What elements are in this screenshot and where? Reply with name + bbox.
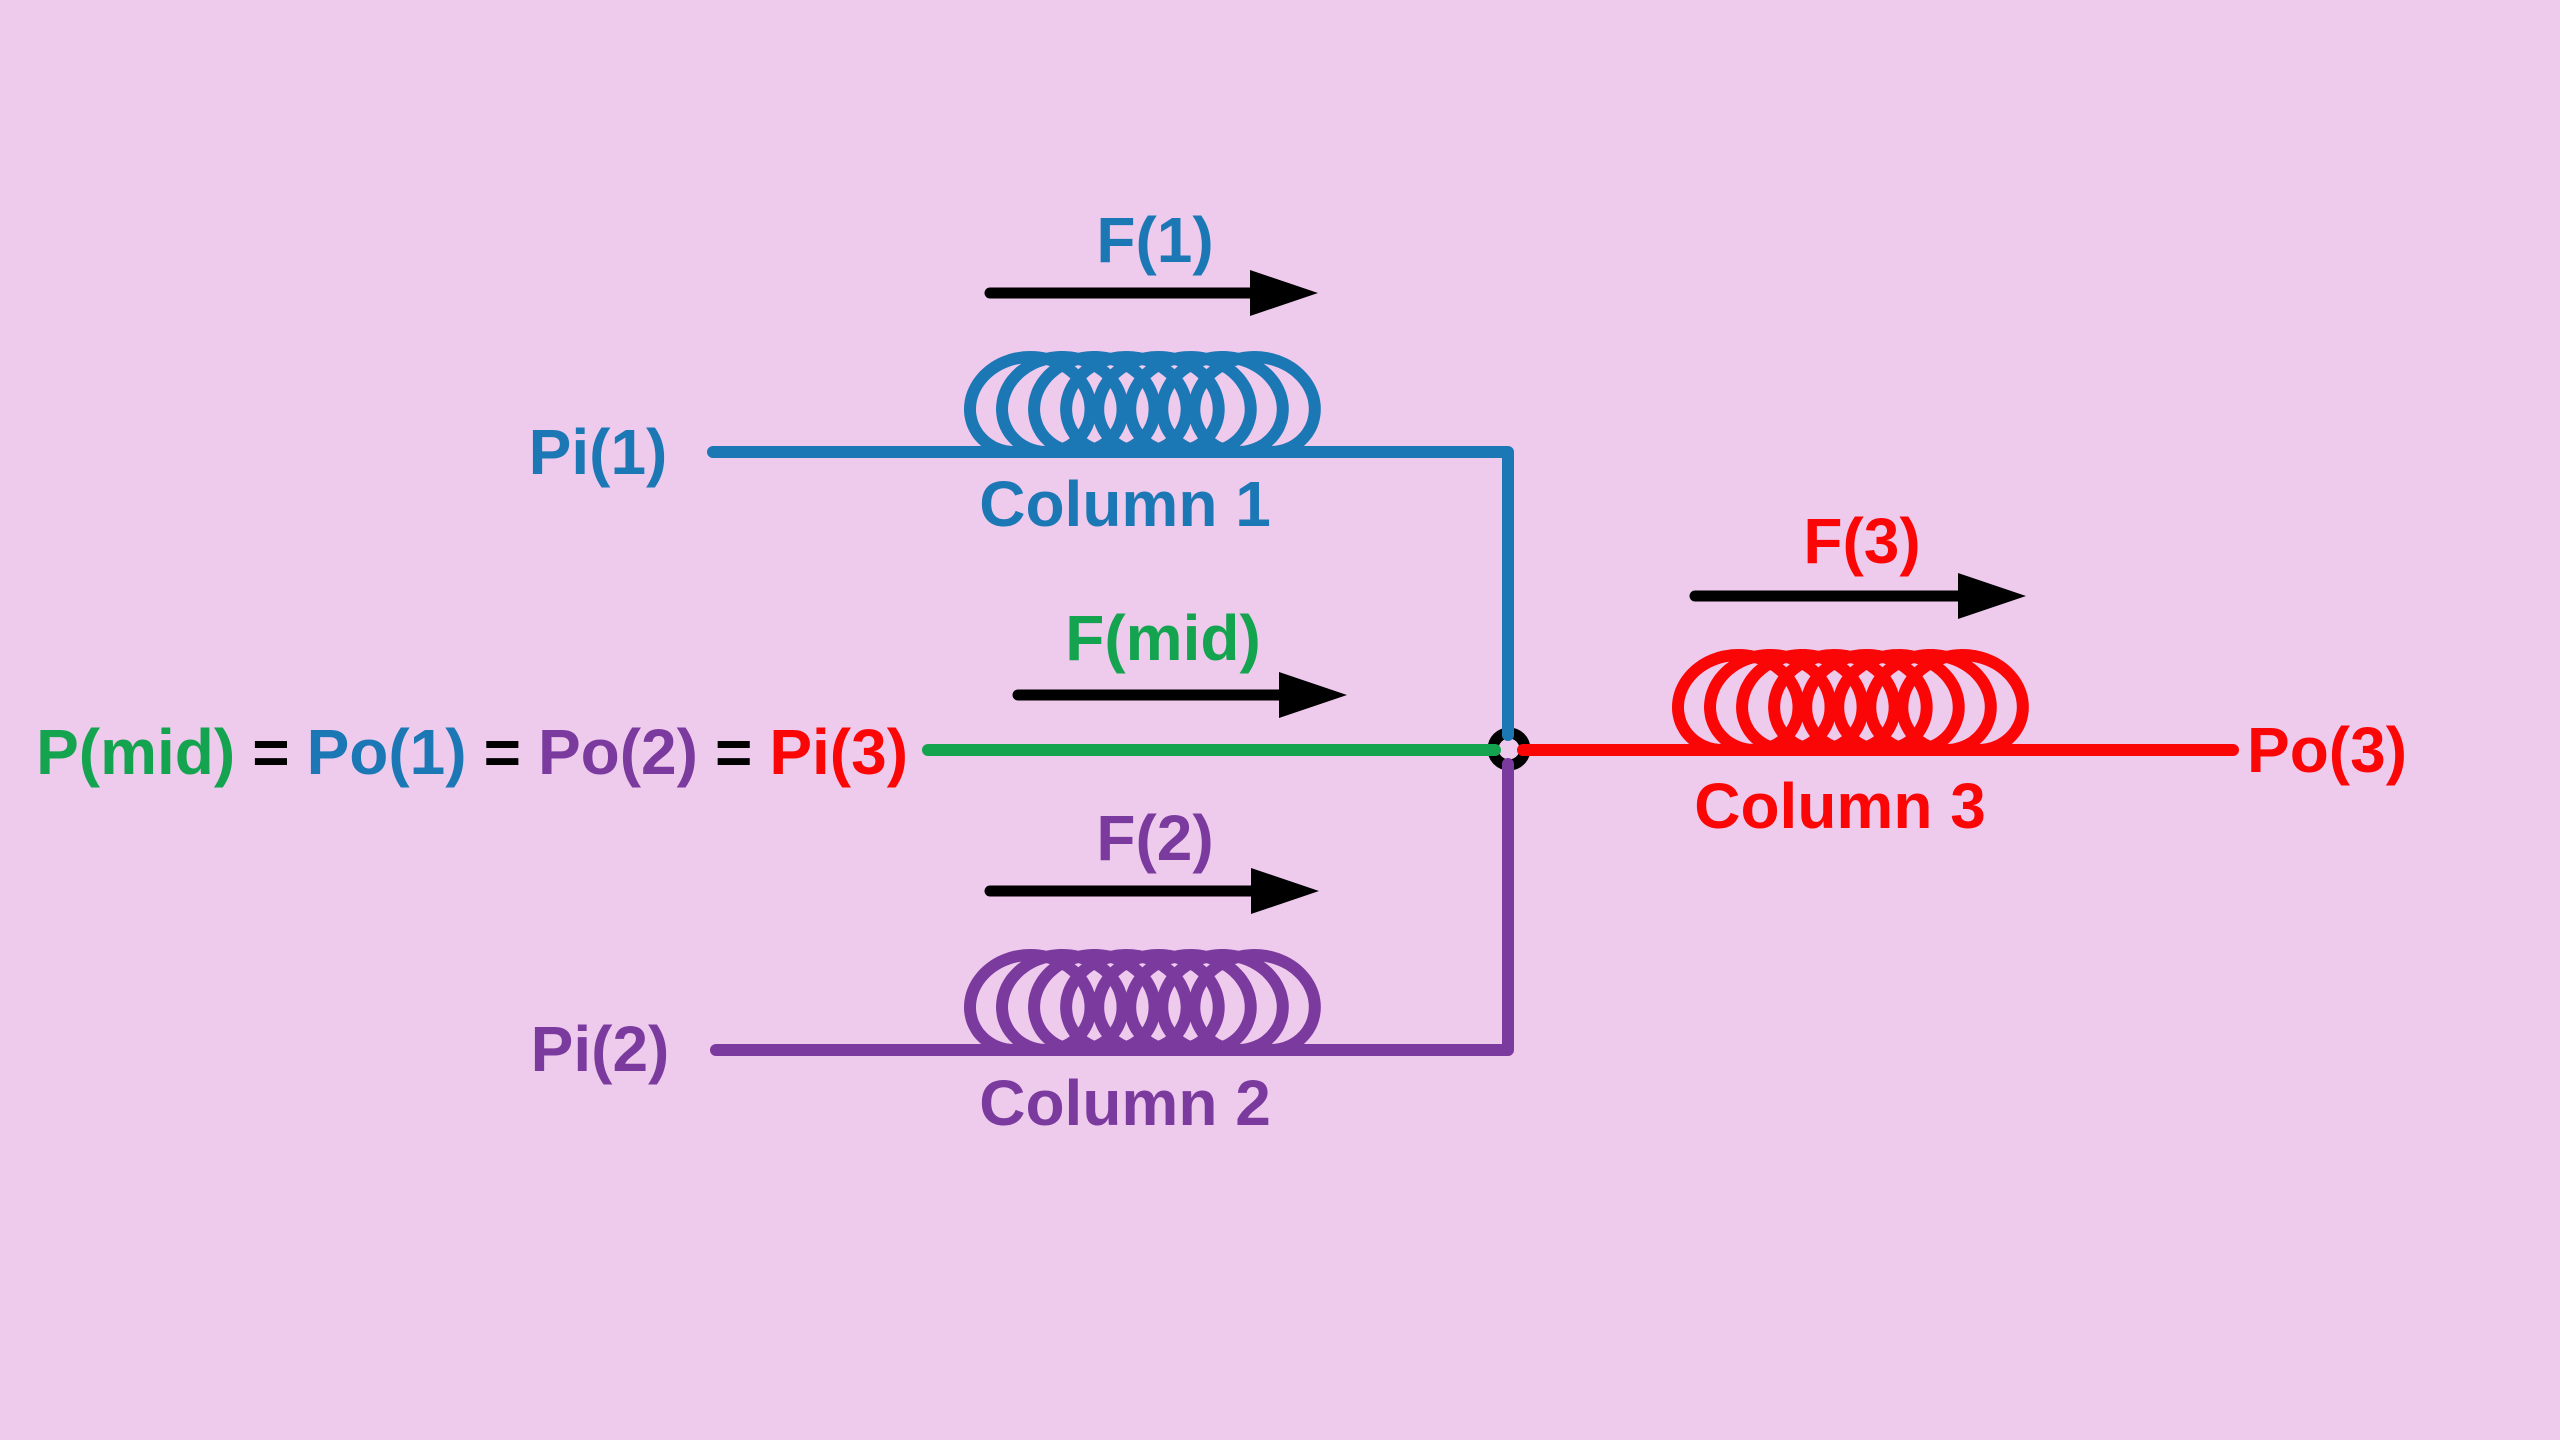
equation-po1: Po(1)	[306, 716, 467, 788]
column1-label: Column 1	[979, 468, 1271, 540]
po3-label: Po(3)	[2247, 714, 2407, 786]
fmid-arrow-head	[1279, 672, 1347, 718]
equation-equals-3: =	[714, 716, 753, 788]
f2-arrow-head	[1251, 868, 1319, 914]
f3-arrow-head	[1958, 573, 2026, 619]
fmid-label: F(mid)	[1065, 602, 1261, 674]
column3-spring	[1672, 649, 2029, 756]
f3-label: F(3)	[1803, 505, 1921, 577]
f2-force-arrow	[984, 868, 1319, 914]
equation-pi3: Pi(3)	[769, 716, 908, 788]
f1-label: F(1)	[1096, 204, 1214, 276]
column2-pipe	[710, 758, 1514, 1056]
pi1-label: Pi(1)	[528, 416, 668, 488]
equation-po2: Po(2)	[537, 716, 698, 788]
equation-equals-2: =	[483, 716, 521, 788]
pressure-equation: P(mid)=Po(1)=Po(2)=Pi(3)	[36, 720, 908, 784]
f1-arrow-head	[1250, 270, 1318, 316]
f1-force-arrow	[984, 270, 1318, 316]
column2-label: Column 2	[979, 1067, 1271, 1139]
column3-label: Column 3	[1694, 770, 1986, 842]
pi2-label: Pi(2)	[530, 1013, 670, 1085]
f2-label: F(2)	[1096, 802, 1214, 874]
equation-p-mid: P(mid)	[36, 716, 236, 788]
f3-force-arrow	[1689, 573, 2026, 619]
column1-pipe	[707, 446, 1514, 741]
equation-equals-1: =	[252, 716, 290, 788]
column2-spring	[964, 949, 1321, 1056]
fmid-force-arrow	[1012, 672, 1347, 718]
column1-spring	[964, 351, 1321, 458]
